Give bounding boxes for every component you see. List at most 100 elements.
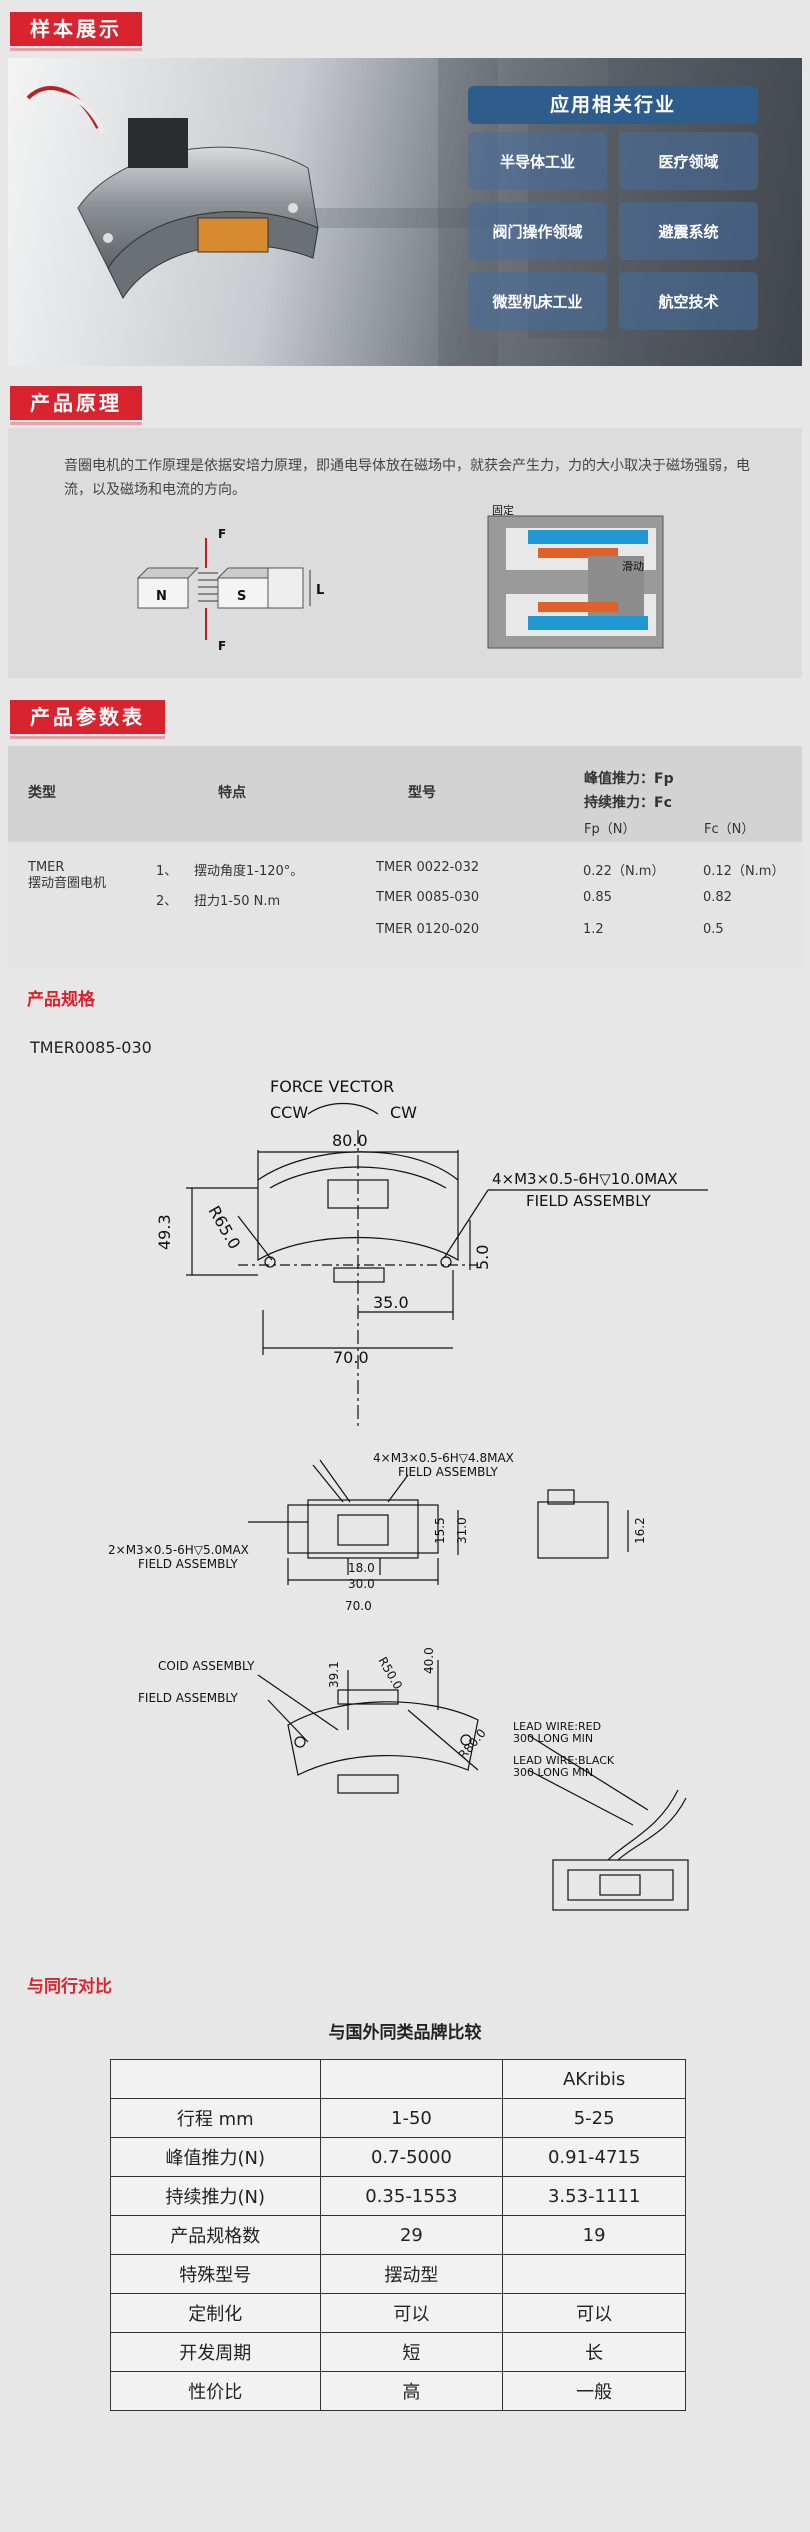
compare-title: 与国外同类品牌比较 xyxy=(328,2023,482,2043)
row-1-fp: 0.22（N.m） xyxy=(583,864,665,879)
table-cell: 5-25 xyxy=(502,2098,686,2138)
industry-panel-title: 应用相关行业 xyxy=(468,86,758,124)
force-down-label: F xyxy=(218,639,226,653)
table-cell: 3.53-1111 xyxy=(502,2176,686,2216)
thread-note-2: 4×M3×0.5-6H▽4.8MAX xyxy=(373,1451,514,1465)
feature-1-text: 摆动角度1-120°。 xyxy=(194,864,304,879)
lead-red-label: LEAD WIRE:RED xyxy=(513,1720,601,1733)
dim-49-3: 49.3 xyxy=(155,1214,174,1250)
principle-diagram: N S L F F 固定 滑动 xyxy=(136,503,664,653)
feature-2-text: 扭力1-50 N.m xyxy=(194,894,281,909)
table-cell: 1-50 xyxy=(319,2098,504,2138)
header-model: 型号 xyxy=(408,785,436,801)
force-up-label: F xyxy=(218,527,226,541)
spec-model: TMER0085-030 xyxy=(30,1038,152,1057)
table-cell: 29 xyxy=(319,2215,504,2255)
table-header-cell xyxy=(319,2059,504,2099)
header-feature: 特点 xyxy=(218,785,246,801)
dim-35: 35.0 xyxy=(373,1293,409,1312)
section-tag-params: 产品参数表 xyxy=(10,700,165,739)
thread-note-3: 2×M3×0.5-6H▽5.0MAX xyxy=(108,1543,249,1557)
lead-black-length: 300 LONG MIN xyxy=(513,1766,593,1779)
table-cell: 持续推力(N) xyxy=(110,2176,321,2216)
row-3-model: TMER 0120-020 xyxy=(376,922,480,937)
field-note-3: FIELD ASSEMBLY xyxy=(138,1557,238,1571)
row-2-model: TMER 0085-030 xyxy=(376,890,480,905)
coil-assembly-label: COID ASSEMBLY xyxy=(158,1659,255,1673)
industry-semiconductor: 半导体工业 xyxy=(468,132,607,190)
table-cell: 峰值推力(N) xyxy=(110,2137,321,2177)
table-cell: 一般 xyxy=(502,2371,686,2411)
feature-2-num: 2、 xyxy=(156,894,178,909)
force-vector-label: FORCE VECTOR xyxy=(270,1077,394,1096)
table-row: 定制化可以可以 xyxy=(110,2293,686,2333)
table-cell: 可以 xyxy=(502,2293,686,2333)
table-cell: 0.91-4715 xyxy=(502,2137,686,2177)
dim-15-5: 15.5 xyxy=(433,1517,447,1544)
table-row: 性价比高一般 xyxy=(110,2371,686,2411)
lead-red-length: 300 LONG MIN xyxy=(513,1732,593,1745)
dim-30: 30.0 xyxy=(348,1577,375,1591)
industry-shock-absorption: 避震系统 xyxy=(619,202,758,260)
magnet-n-label: N xyxy=(156,589,167,604)
table-cell: 可以 xyxy=(319,2293,504,2333)
header-cont: 持续推力：Fc xyxy=(584,795,672,811)
table-cell: 0.7-5000 xyxy=(319,2137,504,2177)
dim-r50: R50.0 xyxy=(375,1655,405,1692)
compare-heading: 与同行对比 xyxy=(27,1977,112,1997)
table-cell: 定制化 xyxy=(110,2293,321,2333)
header-type: 类型 xyxy=(28,785,56,801)
row-2-fp: 0.85 xyxy=(583,890,612,905)
table-cell: 产品规格数 xyxy=(110,2215,321,2255)
industry-micro-machine: 微型机床工业 xyxy=(468,272,607,330)
dim-31: 31.0 xyxy=(455,1517,469,1544)
dim-80: 80.0 xyxy=(332,1131,368,1150)
feature-1-num: 1、 xyxy=(156,864,178,879)
params-table-body: TMER 摆动音圈电机 1、 摆动角度1-120°。 2、 扭力1-50 N.m… xyxy=(8,842,802,968)
dim-39-1: 39.1 xyxy=(327,1661,341,1688)
dim-r65: R65.0 xyxy=(205,1203,245,1253)
field-assembly-label: FIELD ASSEMBLY xyxy=(138,1691,238,1705)
dim-40: 40.0 xyxy=(422,1647,436,1674)
magnet-s-label: S xyxy=(237,589,246,604)
row-1-fc: 0.12（N.m） xyxy=(703,864,785,879)
industry-valve: 阀门操作领域 xyxy=(468,202,607,260)
section-tag-principle: 产品原理 xyxy=(10,386,142,425)
type-name: TMER 摆动音圈电机 xyxy=(28,860,107,891)
length-l-label: L xyxy=(316,583,324,598)
header-peak: 峰值推力：Fp xyxy=(584,771,674,787)
table-cell: 19 xyxy=(502,2215,686,2255)
principle-section: 音圈电机的工作原理是依据安培力原理，即通电导体放在磁场中，就获会产生力，力的大小… xyxy=(8,428,802,678)
spec-heading: 产品规格 xyxy=(27,990,95,1010)
header-fc: Fc（N） xyxy=(704,822,755,837)
row-3-fp: 1.2 xyxy=(583,922,604,937)
lead-black-label: LEAD WIRE:BLACK xyxy=(513,1754,615,1767)
row-3-fc: 0.5 xyxy=(703,922,724,937)
table-cell xyxy=(502,2254,686,2294)
dim-70: 70.0 xyxy=(333,1348,369,1367)
row-1-model: TMER 0022-032 xyxy=(376,860,480,875)
field-note-2: FIELD ASSEMBLY xyxy=(398,1465,498,1479)
sample-showcase-image: 应用相关行业 半导体工业 医疗领域 阀门操作领域 避震系统 微型机床工业 航空技… xyxy=(8,58,802,366)
section-tag-samples: 样本展示 xyxy=(10,12,142,51)
dim-16-2: 16.2 xyxy=(633,1517,647,1544)
table-header-cell: AKribis xyxy=(502,2059,686,2099)
thread-note-1: 4×M3×0.5-6H▽10.0MAX xyxy=(492,1170,678,1188)
table-cell: 开发周期 xyxy=(110,2332,321,2372)
table-cell: 0.35-1553 xyxy=(319,2176,504,2216)
industry-panel: 应用相关行业 半导体工业 医疗领域 阀门操作领域 避震系统 微型机床工业 航空技… xyxy=(468,86,758,330)
table-cell: 特殊型号 xyxy=(110,2254,321,2294)
dim-r80: R80.0 xyxy=(456,1726,489,1762)
dim-70b: 70.0 xyxy=(345,1599,372,1613)
field-note-1: FIELD ASSEMBLY xyxy=(526,1192,652,1210)
params-table-header: 类型 特点 型号 峰值推力：Fp 持续推力：Fc Fp（N） Fc（N） xyxy=(8,746,802,842)
industry-medical: 医疗领域 xyxy=(619,132,758,190)
header-fp: Fp（N） xyxy=(584,822,636,837)
table-row: 特殊型号摆动型 xyxy=(110,2254,686,2294)
motor-product-photo xyxy=(26,86,319,300)
fixed-label: 固定 xyxy=(492,503,514,517)
